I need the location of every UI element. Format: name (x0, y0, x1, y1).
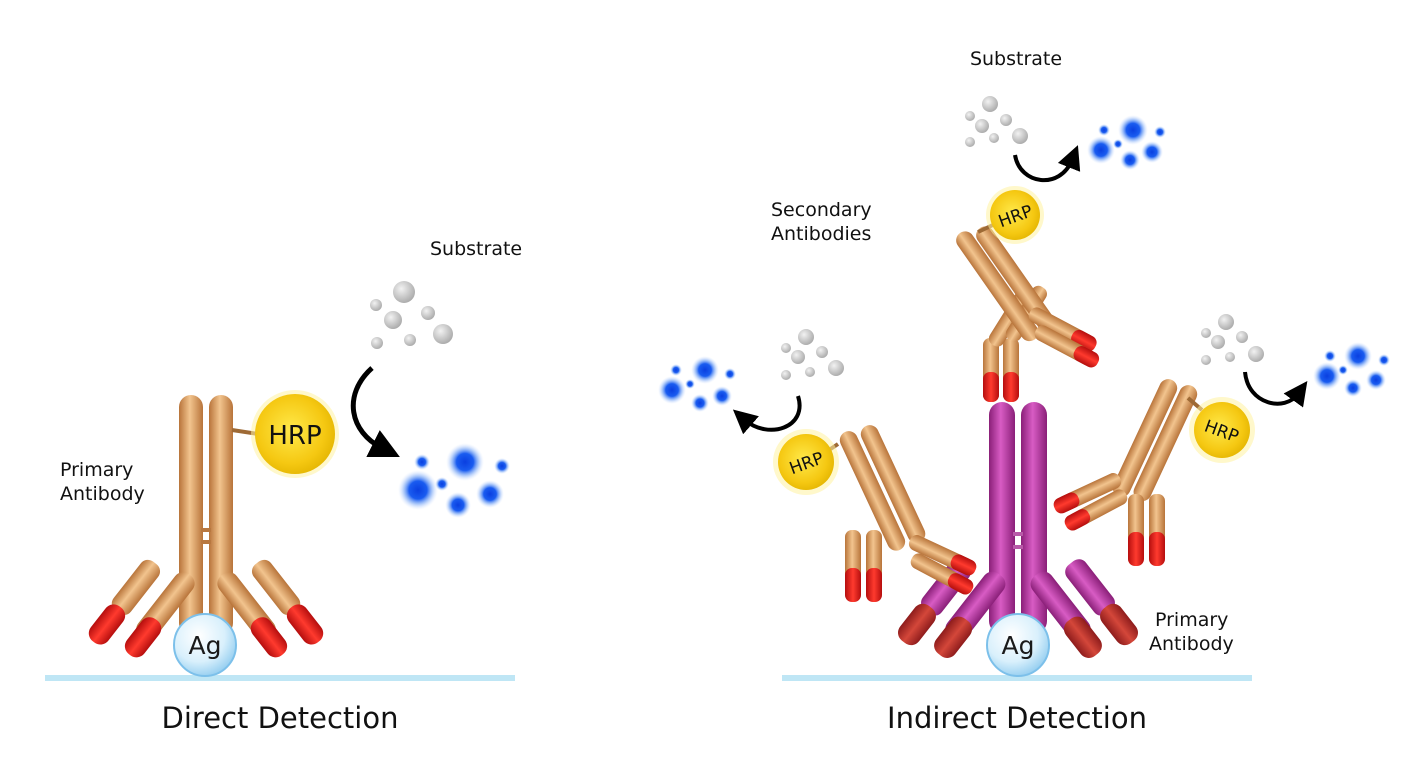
indirect-primary-label-line2: Antibody (1149, 633, 1234, 655)
indirect-substrate-right (1201, 314, 1264, 365)
direct-primary-label-line1: Primary (60, 459, 133, 481)
secondary-label-line2: Antibodies (771, 223, 871, 245)
indirect-detection-panel: Ag (658, 48, 1390, 735)
direct-products (398, 443, 510, 518)
indirect-hrp-top: HRP (977, 186, 1044, 244)
indirect-hrp-left: HRP (773, 429, 840, 495)
direct-hrp-label: HRP (268, 421, 321, 451)
direct-reaction-arrow (350, 366, 400, 457)
direct-substrate-label: Substrate (430, 238, 522, 260)
indirect-surface (782, 675, 1252, 681)
direct-antigen-label: Ag (189, 631, 222, 660)
indirect-arrow-right (1243, 371, 1308, 408)
indirect-primary-antibody (898, 402, 1138, 658)
direct-primary-label-line2: Antibody (60, 483, 145, 505)
direct-detection-panel: Ag HRP Subst (45, 238, 522, 735)
indirect-products-left (658, 356, 736, 412)
indirect-substrate-top (965, 96, 1028, 147)
secondary-antibody-right (1053, 379, 1198, 566)
indirect-products-top (1087, 115, 1166, 170)
direct-primary-antibody (88, 395, 324, 658)
indirect-antigen-label: Ag (1002, 631, 1035, 660)
direct-surface (45, 675, 515, 681)
indirect-hrp-right: HRP (1186, 396, 1255, 463)
indirect-primary-label-line1: Primary (1155, 609, 1228, 631)
indirect-arrow-left (732, 395, 802, 435)
direct-antigen: Ag (173, 613, 237, 677)
indirect-antigen: Ag (986, 613, 1050, 677)
indirect-arrow-top (1013, 145, 1081, 183)
indirect-substrate-left (781, 329, 844, 380)
indirect-caption: Indirect Detection (887, 701, 1147, 735)
secondary-label-line1: Secondary (771, 199, 872, 221)
direct-caption: Direct Detection (162, 701, 399, 735)
direct-substrate (370, 281, 453, 349)
indirect-products-right (1313, 342, 1390, 397)
secondary-antibody-left (839, 425, 977, 602)
secondary-antibody-top (956, 226, 1100, 402)
direct-hrp: HRP (231, 390, 339, 478)
indirect-substrate-label: Substrate (970, 48, 1062, 70)
